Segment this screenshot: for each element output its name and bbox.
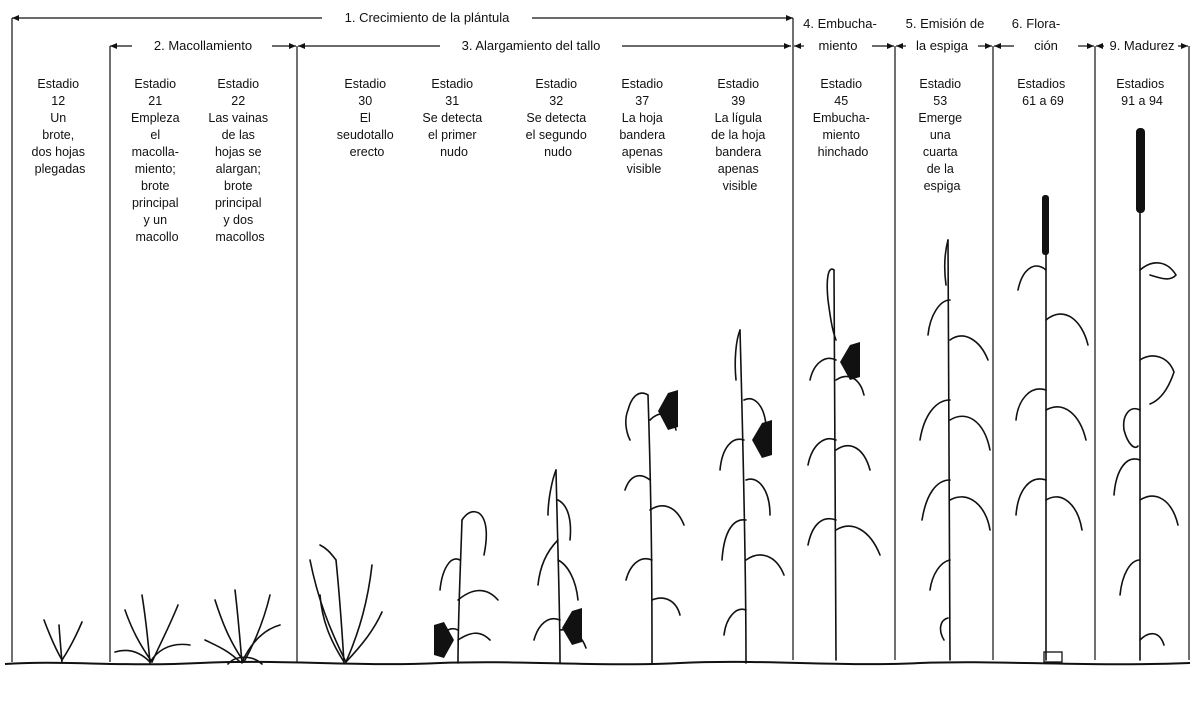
stage-45-label: Estadio 45 Embucha- miento hinchado	[813, 77, 873, 159]
arrow-icon-stage-31	[434, 622, 454, 658]
plant-stage-37	[625, 393, 684, 663]
plant-stage-21	[115, 595, 190, 663]
phase-4-label-line1: 4. Embucha-	[803, 16, 877, 31]
stage-61-69-label: Estadios 61 a 69	[1017, 77, 1068, 108]
plant-stage-12	[44, 620, 82, 663]
node-marker-arrows	[434, 342, 860, 658]
plant-stage-30	[310, 545, 382, 663]
plant-stage-91-94	[1114, 128, 1178, 660]
stage-32-label: Estadio 32 Se detecta el segundo nudo	[526, 77, 591, 159]
phase-9-label: 9. Madurez	[1109, 38, 1174, 53]
plant-stage-53	[920, 240, 990, 660]
phase-5-label-line2: la espiga	[916, 38, 969, 53]
plant-stage-22	[205, 590, 280, 664]
stage-31-label: Estadio 31 Se detecta el primer nudo	[422, 77, 485, 159]
stage-91-94-label: Estadios 91 a 94	[1116, 77, 1167, 108]
arrow-icon-stage-32	[562, 608, 582, 645]
stage-30-label: Estadio 30 El seudotallo erecto	[337, 77, 397, 159]
plant-stage-45	[808, 269, 880, 660]
phase-6-label-line1: 6. Flora-	[1012, 16, 1060, 31]
phase-2-label: 2. Macollamiento	[154, 38, 252, 53]
phase-3-label: 3. Alargamiento del tallo	[462, 38, 601, 53]
stage-12-label: Estadio 12 Un brote, dos hojas plegadas	[32, 77, 89, 176]
phase-4-label-line2: miento	[818, 38, 857, 53]
phase-1-label: 1. Crecimiento de la plántula	[345, 10, 511, 25]
stage-22-label: Estadio 22 Las vainas de las hojas se al…	[208, 77, 271, 244]
arrow-icon-stage-45	[840, 342, 860, 380]
plant-stage-61-69	[1016, 195, 1088, 662]
phase-1-bracket	[12, 18, 793, 662]
phase-6-label-line2: ción	[1034, 38, 1058, 53]
arrow-icon-stage-37	[658, 390, 678, 430]
phase-5-label-line1: 5. Emisión de	[906, 16, 985, 31]
stage-39-label: Estadio 39 La lígula de la hoja bandera …	[711, 77, 769, 193]
arrow-icon-stage-39	[752, 420, 772, 458]
plant-stage-39	[720, 330, 784, 663]
stage-labels: Estadio 12 Un brote, dos hojas plegadas …	[32, 77, 1168, 244]
ground-line	[5, 662, 1190, 664]
stage-37-label: Estadio 37 La hoja bandera apenas visibl…	[619, 77, 668, 176]
stage-53-label: Estadio 53 Emerge una cuarta de la espig…	[918, 77, 965, 193]
stage-21-label: Estadio 21 Empleza el macolla- miento; b…	[131, 77, 183, 244]
